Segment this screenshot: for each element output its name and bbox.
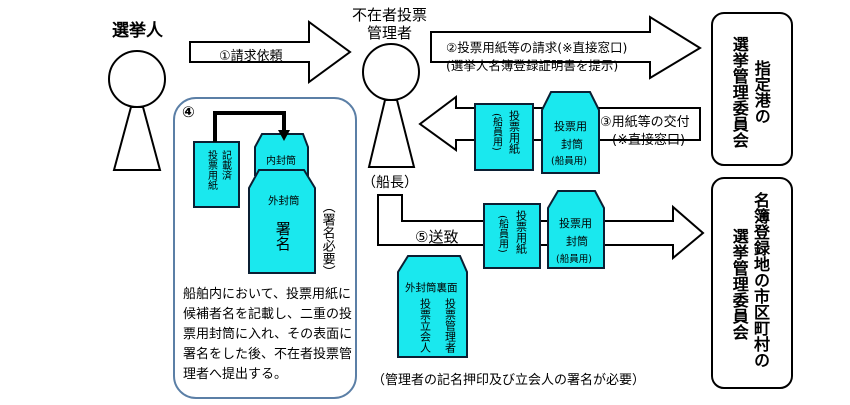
step3-ballot-paper-label: 投票用紙 (507, 110, 521, 154)
step3-label-line2: (※直接窓口) (612, 133, 686, 148)
step4-number: ④ (182, 103, 195, 121)
step5-ballot-paper (483, 203, 541, 269)
step1-label: ①請求依頼 (219, 49, 283, 64)
arrow-step1 (189, 20, 352, 84)
step5-envelope-line2: 封筒 (566, 235, 588, 248)
manager-label-line2: 管理者 (367, 24, 413, 42)
insert-arrow-head-icon (278, 130, 290, 141)
step4-description-line: 署名をした後、不在者投票管 (183, 347, 353, 362)
filled-ballot-line1: 記載済 (219, 150, 231, 180)
manager-figure-icon (362, 43, 420, 168)
registry-committee-box (711, 177, 793, 389)
signature-required-label: （署名必要） (319, 200, 335, 278)
footnote: （管理者の記名押印及び立会人の署名が必要） (372, 373, 646, 388)
step3-envelope-line1: 投票用 (554, 120, 587, 133)
voter-figure-icon (108, 50, 166, 171)
step5-label: ⑤送致 (415, 228, 459, 246)
step3-ballot-paper (474, 103, 534, 171)
voter-label: 選挙人 (112, 21, 163, 41)
arrow-step2 (430, 15, 702, 80)
port-committee-line1: 指定港の (751, 60, 771, 124)
registry-committee-line2: 選挙管理委員会 (729, 228, 749, 340)
step4-description: 船舶内において、投票用紙に 候補者名を記載し、二重の投 票用封筒に入れ、その表面… (183, 285, 352, 385)
registry-committee-line1: 名簿登録地の市区町村の (751, 192, 770, 368)
step5-ballot-envelope (547, 190, 605, 269)
port-committee-line2: 選挙管理委員会 (729, 36, 749, 148)
step3-envelope-line2: 封筒 (561, 138, 583, 151)
step5-crew-use: (船員用) (496, 215, 508, 253)
outer-envelope-label: 外封筒 (268, 195, 300, 207)
step5-envelope-line1: 投票用 (559, 217, 592, 230)
vote-manager-label: 投票管理者 (443, 298, 457, 353)
port-committee-box (711, 12, 793, 166)
captain-label: （船長） (362, 175, 418, 191)
step5-envelope-crew: (船員用) (556, 254, 592, 265)
step2-label-line1: ②投票用紙等の請求(※直接窓口) (446, 40, 628, 55)
step3-crew-use: (船員用) (490, 113, 502, 151)
step3-label-line1: ③用紙等の交付 (600, 115, 690, 130)
outer-envelope (248, 169, 316, 274)
outer-envelope-back (397, 255, 468, 358)
outer-back-label: 外封筒裏面 (405, 282, 458, 294)
step2-label-line2: (選挙人名簿登録証明書を提示) (446, 58, 619, 73)
step4-description-line: 船舶内において、投票用紙に (183, 287, 351, 302)
inner-envelope-label: 内封筒 (266, 156, 296, 167)
manager-label-line1: 不在者投票 (352, 6, 428, 24)
step4-description-line: 票用封筒に入れ、その表面に (183, 327, 353, 342)
witness-label: 投票立会人 (418, 298, 432, 353)
insert-arrow (213, 111, 286, 142)
step5-ballot-paper-label: 投票用紙 (514, 210, 528, 254)
step4-description-line: 理者へ提出する。 (183, 367, 288, 382)
step3-envelope-crew: (船員用) (551, 156, 587, 167)
signature-label: 署名 (273, 221, 292, 251)
filled-ballot-paper (193, 141, 240, 208)
step3-ballot-envelope (541, 91, 600, 174)
step4-description-line: 候補者名を記載し、二重の投 (183, 307, 353, 322)
filled-ballot-line2: 投票用紙 (205, 150, 217, 190)
